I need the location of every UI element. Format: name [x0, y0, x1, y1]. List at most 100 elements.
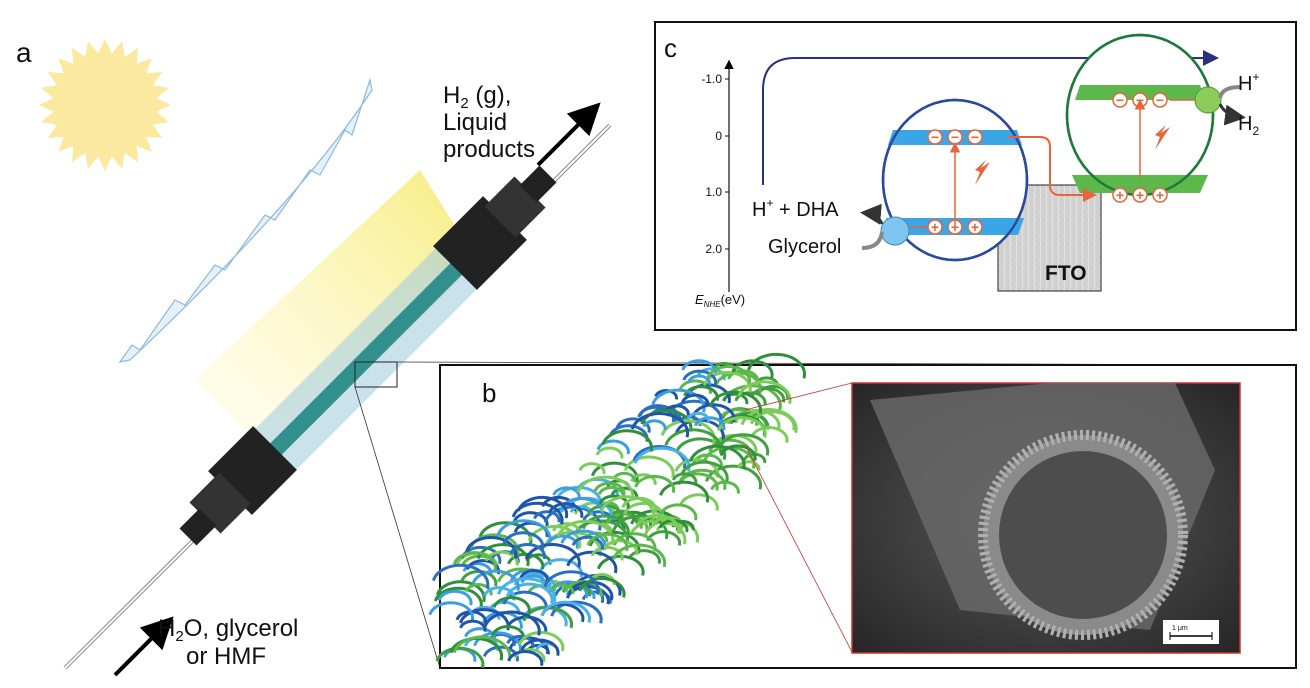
light-cone — [195, 170, 470, 450]
sem-image: 1 μm — [851, 382, 1241, 654]
h2-out-arrow — [1218, 103, 1246, 126]
nanowire-strand — [566, 550, 618, 574]
nanowire-strand — [433, 586, 483, 609]
nanowire-strand — [640, 409, 693, 432]
electron-icon — [1112, 92, 1128, 108]
y-tick-label: -1.0 — [701, 72, 722, 86]
nanowire-strand — [507, 650, 544, 667]
nanowire-strand — [431, 563, 490, 590]
y-ticks: -1.0 0 1.0 2.0 — [701, 72, 729, 256]
nanowire-strand — [674, 458, 720, 478]
nanowire-strand — [464, 627, 496, 642]
electron-icon — [967, 129, 983, 145]
nanowire-strand — [518, 630, 565, 652]
hole-symbol: + — [971, 219, 979, 235]
oxidation-cocatalyst — [880, 216, 910, 246]
hole-icon — [1152, 187, 1168, 203]
electron-icon — [1152, 92, 1168, 108]
nanowire-strand — [659, 503, 698, 521]
nanowire-strand — [459, 619, 487, 633]
oxidation-product-label: H+ + DHA — [752, 196, 839, 221]
nanowire-strand — [576, 475, 635, 502]
nanowire-strand — [658, 519, 689, 533]
nanowire-strand — [671, 472, 698, 484]
nanowire-strand — [590, 545, 624, 561]
nanowire-strand — [687, 374, 711, 386]
nanowire-strand — [722, 392, 749, 405]
nanowire-strand — [691, 403, 736, 423]
nanowire-strand — [586, 504, 624, 521]
top-connector — [433, 165, 557, 290]
electron-symbol: − — [951, 129, 959, 145]
nanowire-strand — [719, 444, 757, 462]
inlet-label-line2: or HMF — [186, 643, 266, 670]
nanowire-strand — [750, 426, 789, 444]
zoom-line — [744, 382, 853, 411]
nanowire-strand — [483, 610, 541, 636]
nanowire-strand — [742, 452, 767, 464]
nanowire-strand — [630, 412, 690, 438]
nanowire-strand — [610, 486, 639, 500]
nanowire-strand — [519, 569, 549, 583]
fiber-electrode — [249, 234, 491, 476]
nanowire-strand — [556, 519, 615, 546]
nanowire-strand — [496, 519, 552, 544]
nanowire-strand — [679, 493, 719, 511]
nanowire-strand — [428, 601, 475, 622]
nanowire-strand — [524, 543, 581, 568]
nanowire-strand — [435, 646, 485, 669]
nanowire-strand — [464, 583, 493, 596]
panel-c: c -1.0 0 1.0 2.0 ENHE(eV) FTO −+−+−+−+−+… — [654, 21, 1297, 331]
nanowire-strand — [459, 608, 510, 631]
nanowire-strand — [599, 495, 656, 520]
nanowire-strand — [680, 460, 729, 483]
nanowire-strand — [612, 514, 669, 540]
y-tick-label: 2.0 — [705, 242, 722, 256]
nanowire-strand — [612, 543, 667, 568]
nanowire-strand — [681, 393, 710, 407]
hydrogen-label: H2 — [1238, 113, 1259, 138]
outlet-arrow-icon — [536, 102, 601, 167]
nanowire-strand — [737, 460, 761, 471]
nanowire-strand — [627, 549, 661, 565]
nanowire-strand — [714, 371, 762, 393]
nanowire-strand — [497, 577, 557, 604]
nanowire-strand — [706, 364, 752, 385]
nanowire-strand — [693, 416, 726, 431]
nanowire-strand — [540, 600, 591, 624]
outlet-label-line3: products — [443, 136, 535, 163]
nanowire-strand — [642, 419, 667, 431]
hole-symbol: + — [1116, 187, 1124, 203]
nanowire-strand — [569, 505, 593, 516]
sun-icon — [39, 39, 171, 171]
lightning-icon — [1155, 125, 1170, 150]
nanowire-strand — [710, 480, 740, 495]
panel-a: a H2 (g), Liquid products H2O, glycerol … — [16, 37, 1297, 677]
fto-label: FTO — [1045, 262, 1087, 285]
inlet-label-line1: H2O, glycerol — [158, 615, 298, 645]
nanowire-strand — [596, 554, 645, 576]
y-tick-label: 1.0 — [705, 185, 722, 199]
nanowire-strand — [598, 494, 630, 509]
nanowire-strand — [520, 638, 560, 657]
nanowire-strand — [560, 529, 607, 550]
fresnel-lens — [118, 77, 373, 363]
nanowire-strand — [449, 637, 504, 661]
glycerol-label: Glycerol — [768, 236, 841, 258]
nanowire-strand — [578, 462, 606, 475]
nanowire-strand — [492, 596, 531, 614]
outlet-label-line2: Liquid — [443, 109, 507, 136]
electron-symbol: − — [931, 129, 939, 145]
nanowire-strand — [552, 486, 581, 500]
nanowire-strand — [688, 444, 746, 470]
nanowire-strand — [674, 418, 725, 441]
panel-c-label: c — [664, 33, 677, 63]
nanowire-strand — [543, 570, 600, 596]
nanowire-strand — [682, 369, 718, 386]
hole-icon — [927, 219, 943, 235]
zoom-line — [354, 386, 441, 669]
electron-symbol: − — [1156, 92, 1164, 108]
nanowire-strand — [550, 583, 575, 595]
panel-b-label: b — [482, 378, 496, 408]
